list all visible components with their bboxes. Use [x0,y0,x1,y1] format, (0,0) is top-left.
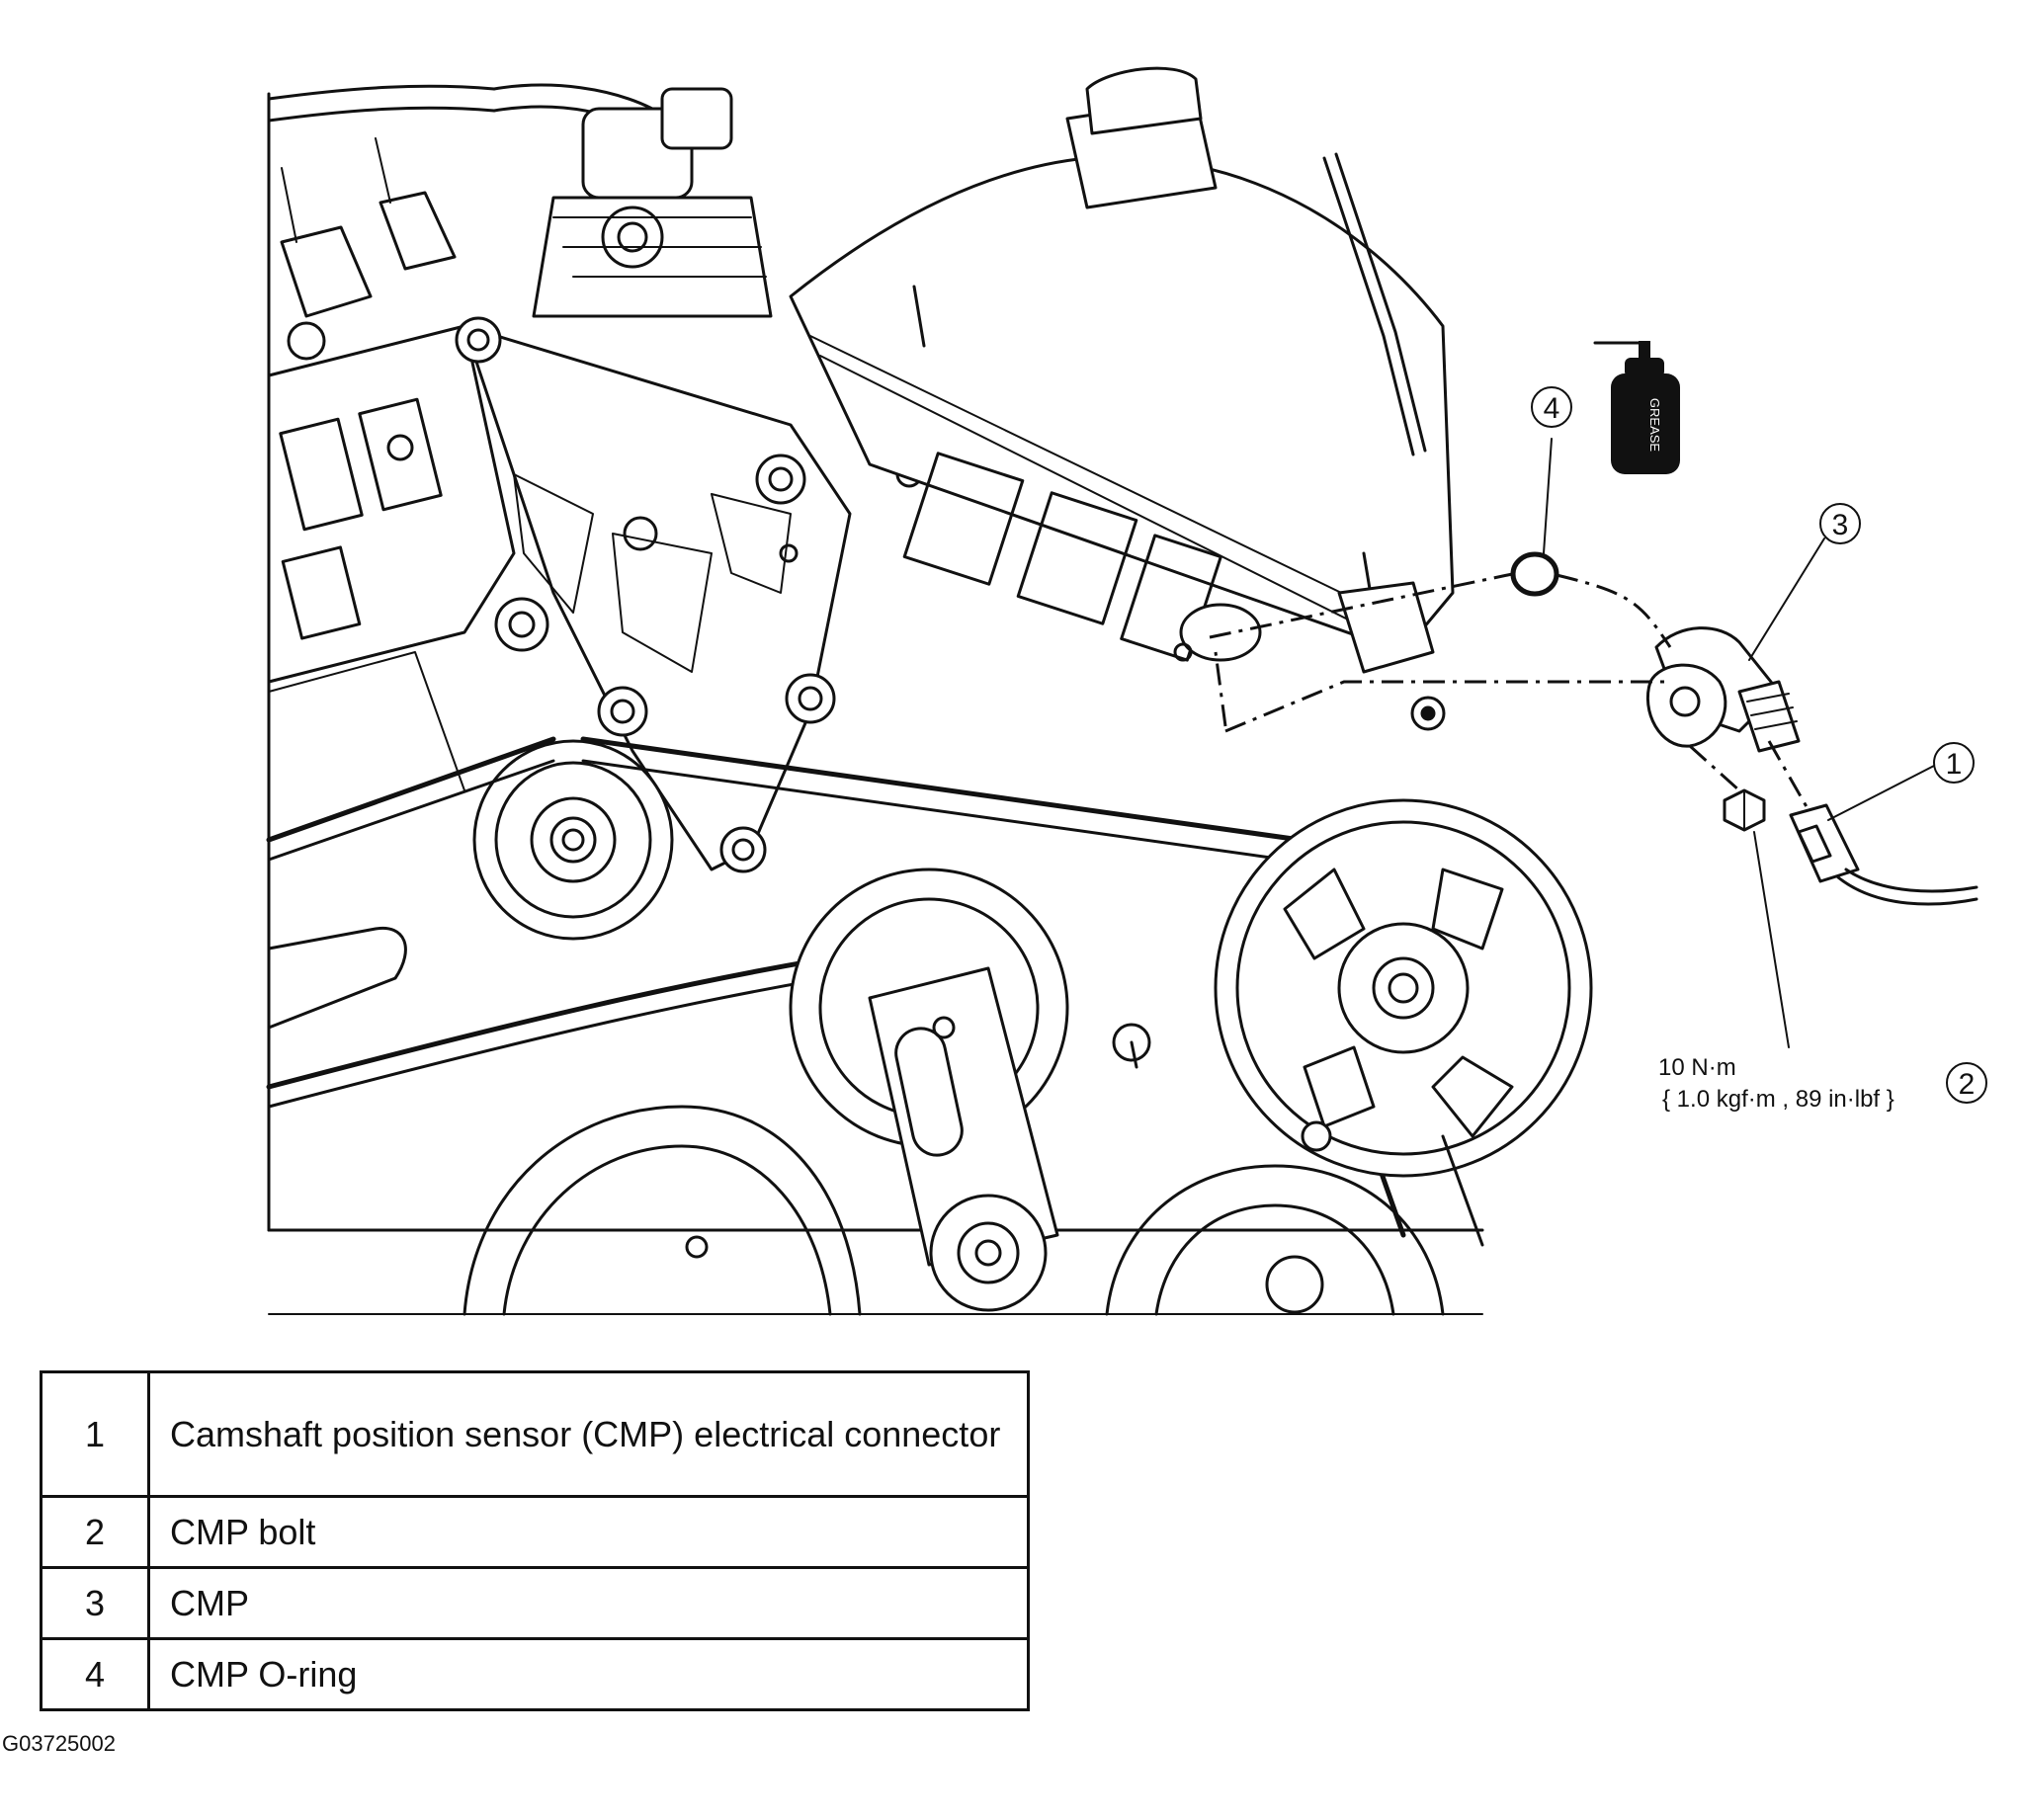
engine-illustration [266,66,1593,1316]
table-row: 4 CMP O-ring [40,1637,1030,1711]
cmp-bolt [1723,788,1766,832]
callout-3-label: 3 [1832,509,1849,541]
torque-spec-line2: { 1.0 kgf·m , 89 in·lbf } [1662,1086,1894,1113]
legend-description: CMP bolt [147,1495,1030,1569]
water-pump-pulley [1214,798,1593,1178]
grease-label: GREASE [1647,398,1662,453]
legend-description: CMP O-ring [147,1637,1030,1711]
belt-tensioner [789,868,1151,1312]
figure-id: G03725002 [2,1731,116,1756]
crankshaft-pulley [463,1105,862,1316]
torque-spec-line1: 10 N·m [1658,1054,1736,1081]
cmp-o-ring [1510,551,1559,597]
grease-bottle-icon: GREASE [1593,341,1680,474]
engine-block-left [267,324,516,791]
parts-legend-table: 1 Camshaft position sensor (CMP) electri… [40,1370,1030,1711]
legend-description: Camshaft position sensor (CMP) electrica… [147,1370,1030,1498]
callout-4-label: 4 [1544,392,1560,425]
legend-number: 4 [40,1637,150,1711]
table-row: 1 Camshaft position sensor (CMP) electri… [40,1370,1030,1498]
exploded-view-lines [1209,571,1810,811]
callout-2: 2 [1946,1062,1987,1104]
idler-pulley [472,739,674,941]
legend-number: 1 [40,1370,150,1498]
callout-4: 4 [1531,386,1572,428]
leader-lines [1543,438,1935,1048]
table-row: 3 CMP [40,1566,1030,1640]
accessory-bracket [386,316,923,873]
torque-spec: 10 N·m { 1.0 kgf·m , 89 in·lbf } [1658,1054,1894,1113]
legend-number: 3 [40,1566,150,1640]
cylinder-head-cover [789,66,1455,731]
ac-compressor [1105,1134,1484,1316]
callout-3: 3 [1819,503,1861,544]
callout-2-label: 2 [1959,1068,1976,1101]
legend-description: CMP [147,1566,1030,1640]
drive-belt [266,736,1406,1238]
legend-number: 2 [40,1495,150,1569]
throttle-body [532,87,773,318]
callout-1-label: 1 [1946,748,1963,781]
ignition-coils [280,137,457,361]
cmp-electrical-connector [1789,803,1978,906]
cmp-sensor [1645,626,1801,753]
table-row: 2 CMP bolt [40,1495,1030,1569]
callout-1: 1 [1933,742,1975,784]
